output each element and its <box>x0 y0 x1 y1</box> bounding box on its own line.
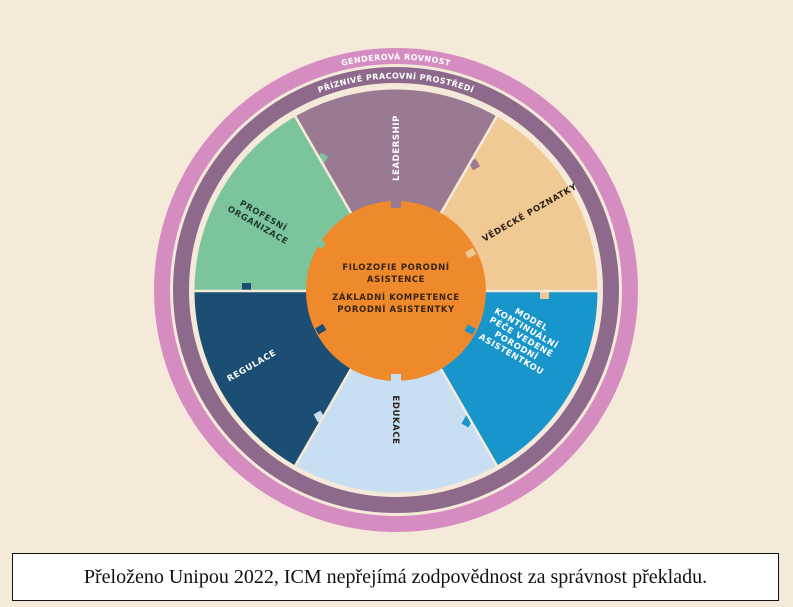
center-line-1: FILOZOFIE PORODNÍ <box>342 261 449 273</box>
gender-equality-ring <box>154 48 638 532</box>
center-tab-bottom <box>391 374 401 382</box>
center-line-3: ZÁKLADNÍ KOMPETENCE <box>332 291 460 303</box>
tab-vedecke <box>540 290 549 299</box>
sector-leadership <box>295 88 497 291</box>
label-leadership: LEADERSHIP <box>392 115 402 181</box>
sector-outline <box>191 86 601 496</box>
center-notch-2 <box>465 247 477 259</box>
center-line-4: PORODNÍ ASISTENTKY <box>337 303 455 315</box>
enabling-environment-ring <box>173 67 619 513</box>
center-notch-3 <box>315 323 327 335</box>
center-text: FILOZOFIE PORODNÍ ASISTENCE ZÁKLADNÍ KOM… <box>332 261 460 315</box>
label-edukace: EDUKACE <box>390 395 400 444</box>
center-notch-4 <box>464 324 476 335</box>
center-circle <box>306 201 486 381</box>
center-tab-top <box>391 200 401 208</box>
tab-regulace <box>242 283 251 292</box>
sector-edukace <box>295 291 497 494</box>
translation-caption: Přeloženo Unipou 2022, ICM nepřejímá zod… <box>12 553 779 601</box>
center-line-2: ASISTENCE <box>367 275 425 285</box>
tab-profesni <box>316 152 328 165</box>
center-notch-1 <box>314 238 326 249</box>
